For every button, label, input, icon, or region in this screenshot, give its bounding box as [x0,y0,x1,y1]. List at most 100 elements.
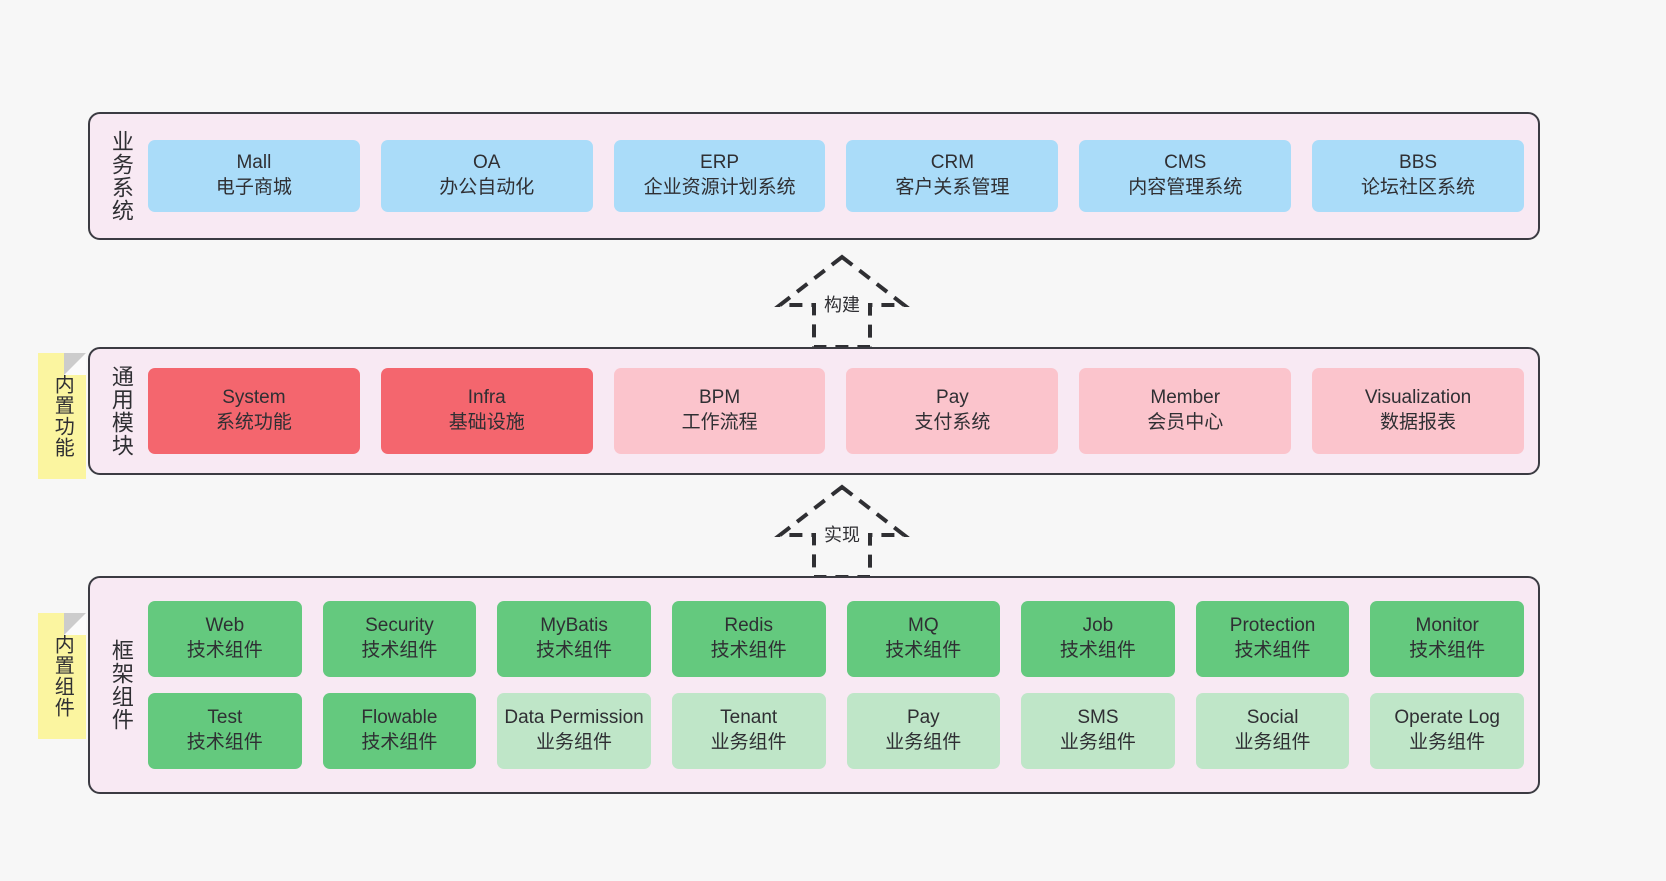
arrow-implement: 实现 [752,483,932,579]
card-cms-desc: 内容管理系统 [1128,177,1243,198]
layer-common-modules: 通用模块 System 系统功能 Infra 基础设施 BPM 工作流程 Pay… [88,347,1540,475]
framework-tech-row: Web 技术组件 Security 技术组件 MyBatis 技术组件 Redi… [148,601,1524,677]
layer-business-system: 业务系统 Mall 电子商城 OA 办公自动化 ERP 企业资源计划系统 CRM… [88,112,1540,240]
card-mq[interactable]: MQ 技术组件 [846,601,1001,677]
card-infra-name: Infra [467,387,506,409]
card-bpm[interactable]: BPM 工作流程 [613,368,826,454]
card-sms-desc: 业务组件 [1059,732,1136,753]
card-bbs[interactable]: BBS 论坛社区系统 [1312,140,1524,212]
card-protection-name: Protection [1229,615,1316,637]
card-pay-component-name: Pay [906,707,940,729]
card-system[interactable]: System 系统功能 [148,368,360,454]
card-job-name: Job [1082,615,1114,637]
card-infra[interactable]: Infra 基础设施 [380,368,593,454]
business-card-row: Mall 电子商城 OA 办公自动化 ERP 企业资源计划系统 CRM 客户关系… [148,140,1524,212]
modules-card-row: System 系统功能 Infra 基础设施 BPM 工作流程 Pay 支付系统… [148,368,1524,454]
card-oa[interactable]: OA 办公自动化 [380,140,593,212]
card-mybatis-name: MyBatis [540,615,608,637]
card-bpm-desc: 工作流程 [681,412,758,433]
card-data-permission-desc: 业务组件 [536,732,613,753]
card-pay-module-name: Pay [936,387,969,409]
card-pay-component[interactable]: Pay 业务组件 [846,693,1001,769]
card-mall[interactable]: Mall 电子商城 [148,140,360,212]
card-crm[interactable]: CRM 客户关系管理 [846,140,1059,212]
card-operate-log-name: Operate Log [1394,707,1500,729]
card-web-desc: 技术组件 [186,640,263,661]
layer-framework-components-title: 框架组件 [108,639,134,731]
card-cms-name: CMS [1164,152,1207,174]
card-oa-desc: 办公自动化 [439,177,535,198]
card-cms[interactable]: CMS 内容管理系统 [1079,140,1292,212]
layer-common-modules-title: 通用模块 [108,365,134,457]
card-social[interactable]: Social 业务组件 [1195,693,1350,769]
card-system-desc: 系统功能 [215,412,292,433]
card-pay-module[interactable]: Pay 支付系统 [846,368,1059,454]
card-redis-desc: 技术组件 [710,640,787,661]
card-mall-name: Mall [236,152,272,174]
card-operate-log-desc: 业务组件 [1409,732,1486,753]
card-web-name: Web [205,615,245,637]
card-mall-desc: 电子商城 [215,177,292,198]
arrow-build-shape [774,254,910,349]
card-social-desc: 业务组件 [1234,732,1311,753]
card-infra-desc: 基础设施 [448,412,525,433]
card-bbs-desc: 论坛社区系统 [1361,177,1476,198]
card-flowable-desc: 技术组件 [361,732,438,753]
card-flowable-name: Flowable [361,707,438,729]
framework-cards: Web 技术组件 Security 技术组件 MyBatis 技术组件 Redi… [148,588,1524,782]
card-member[interactable]: Member 会员中心 [1079,368,1292,454]
card-mq-desc: 技术组件 [885,640,962,661]
card-sms[interactable]: SMS 业务组件 [1021,693,1175,769]
card-protection-desc: 技术组件 [1234,640,1311,661]
sticky-note-builtin-components-label: 内置组件 [51,634,74,718]
card-oa-name: OA [473,152,501,174]
card-monitor-desc: 技术组件 [1409,640,1486,661]
card-erp-name: ERP [700,152,740,174]
card-erp[interactable]: ERP 企业资源计划系统 [613,140,826,212]
card-visualization-desc: 数据报表 [1380,412,1457,433]
card-bbs-name: BBS [1399,152,1438,174]
card-social-name: Social [1246,707,1299,729]
card-redis-name: Redis [724,615,773,637]
card-pay-component-desc: 业务组件 [885,732,962,753]
card-visualization[interactable]: Visualization 数据报表 [1312,368,1524,454]
card-member-desc: 会员中心 [1147,412,1224,433]
card-data-permission[interactable]: Data Permission 业务组件 [497,693,651,769]
card-crm-desc: 客户关系管理 [895,177,1010,198]
card-security-desc: 技术组件 [361,640,438,661]
card-job[interactable]: Job 技术组件 [1021,601,1175,677]
card-system-name: System [222,387,286,409]
card-monitor[interactable]: Monitor 技术组件 [1370,601,1524,677]
card-job-desc: 技术组件 [1059,640,1136,661]
card-erp-desc: 企业资源计划系统 [643,177,796,198]
card-monitor-name: Monitor [1415,615,1479,637]
card-test-desc: 技术组件 [186,732,263,753]
card-mybatis[interactable]: MyBatis 技术组件 [497,601,651,677]
card-visualization-name: Visualization [1364,387,1472,409]
card-bpm-name: BPM [698,387,741,409]
sticky-note-builtin-features-label: 内置功能 [51,374,74,458]
card-sms-name: SMS [1077,707,1119,729]
card-tenant-name: Tenant [720,707,778,729]
card-security[interactable]: Security 技术组件 [322,601,477,677]
card-operate-log[interactable]: Operate Log 业务组件 [1370,693,1524,769]
card-mybatis-desc: 技术组件 [536,640,613,661]
layer-framework-components: 框架组件 Web 技术组件 Security 技术组件 MyBatis 技术组件… [88,576,1540,794]
modules-cards: System 系统功能 Infra 基础设施 BPM 工作流程 Pay 支付系统… [148,359,1524,463]
card-flowable[interactable]: Flowable 技术组件 [322,693,477,769]
card-web[interactable]: Web 技术组件 [148,601,302,677]
card-data-permission-name: Data Permission [504,707,644,729]
card-tenant[interactable]: Tenant 业务组件 [671,693,826,769]
framework-business-row: Test 技术组件 Flowable 技术组件 Data Permission … [148,693,1524,769]
arrow-build: 构建 [752,253,932,349]
card-redis[interactable]: Redis 技术组件 [671,601,826,677]
business-cards: Mall 电子商城 OA 办公自动化 ERP 企业资源计划系统 CRM 客户关系… [148,124,1524,228]
card-test[interactable]: Test 技术组件 [148,693,302,769]
arrow-implement-shape [774,484,910,579]
card-test-name: Test [207,707,243,729]
card-mq-name: MQ [908,615,939,637]
card-protection[interactable]: Protection 技术组件 [1195,601,1350,677]
card-pay-module-desc: 支付系统 [914,412,991,433]
sticky-note-builtin-features: 内置功能 [38,353,86,479]
